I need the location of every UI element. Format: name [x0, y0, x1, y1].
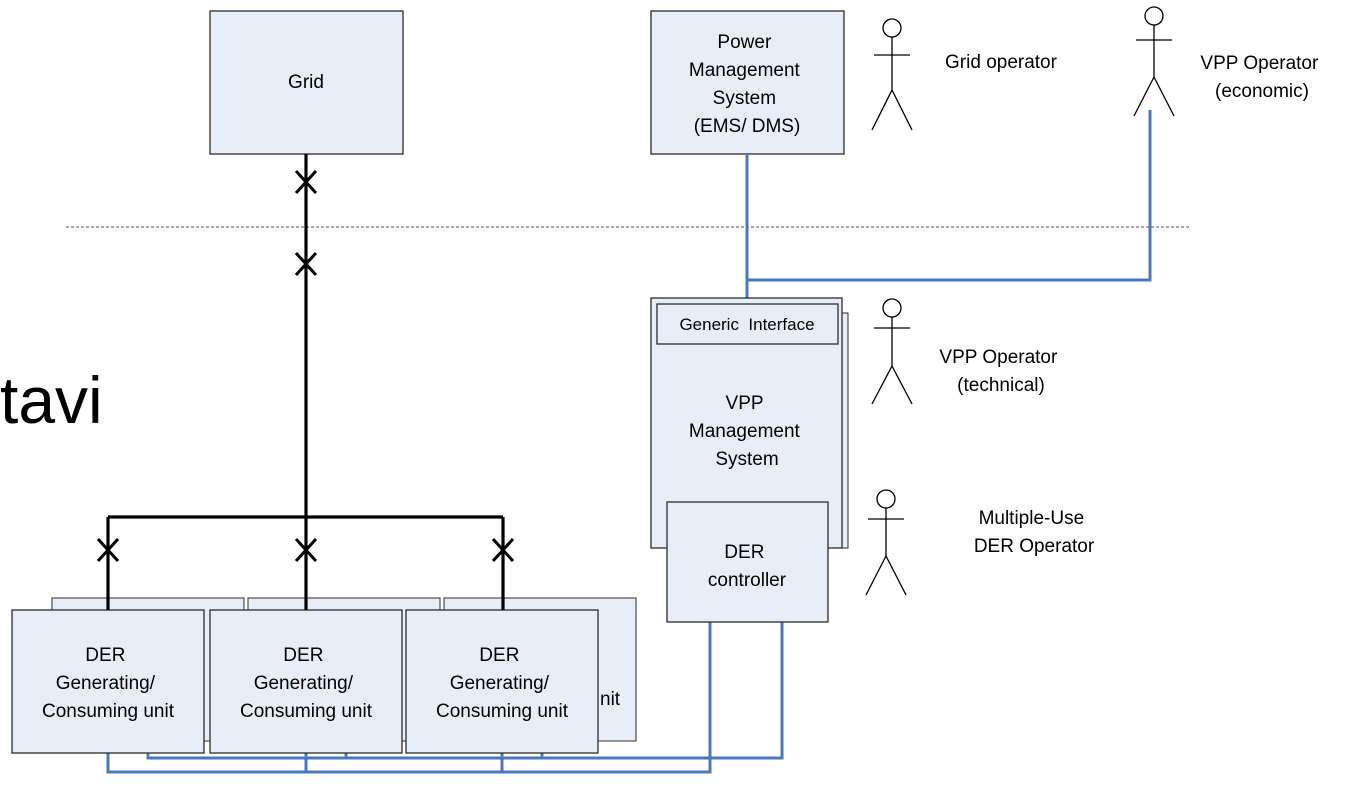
generic-interface-box — [656, 303, 839, 345]
der-unit-1-box — [11, 609, 205, 754]
pms-box — [650, 10, 845, 155]
der-unit-3-box — [405, 609, 599, 754]
grid-box — [209, 10, 404, 155]
pms-label: Power Management System (EMS/ DMS) — [689, 32, 805, 137]
breaker-icon — [294, 169, 318, 195]
breaker-icon — [491, 537, 515, 563]
actor-vpp-economic-icon — [1133, 6, 1175, 117]
der-controller-box — [666, 501, 829, 623]
der-unit-2-box — [209, 609, 403, 754]
der-unit-3-label: DER Generating/ Consuming unit — [436, 645, 569, 722]
breaker-icon — [96, 537, 120, 563]
breaker-markers — [96, 169, 515, 563]
fragment-text: tavi — [0, 363, 103, 437]
breaker-icon — [294, 537, 318, 563]
power-lines — [106, 154, 505, 610]
der-operator-label: Multiple-Use DER Operator — [974, 508, 1095, 557]
generic-interface-label: Generic Interface — [679, 315, 814, 334]
der-unit-back-3-label: nit — [600, 689, 621, 710]
actor-grid-operator-icon — [871, 18, 913, 131]
vpp-economic-label: VPP Operator (economic) — [1200, 53, 1323, 102]
grid-operator-label: Grid operator — [945, 52, 1058, 73]
vpp-economic-to-bus-line — [747, 110, 1152, 282]
der-unit-2-label: DER Generating/ Consuming unit — [240, 645, 373, 722]
actor-vpp-technical-icon — [871, 298, 913, 405]
vpp-technical-label: VPP Operator (technical) — [939, 347, 1062, 396]
der-unit-1-label: DER Generating/ Consuming unit — [42, 645, 175, 722]
der-controller-label: DER controller — [708, 542, 787, 591]
actor-der-operator-icon — [865, 489, 907, 596]
grid-label: Grid — [288, 72, 324, 93]
breaker-icon — [294, 251, 318, 277]
vpp-mgmt-label: VPP Management System — [689, 393, 805, 470]
